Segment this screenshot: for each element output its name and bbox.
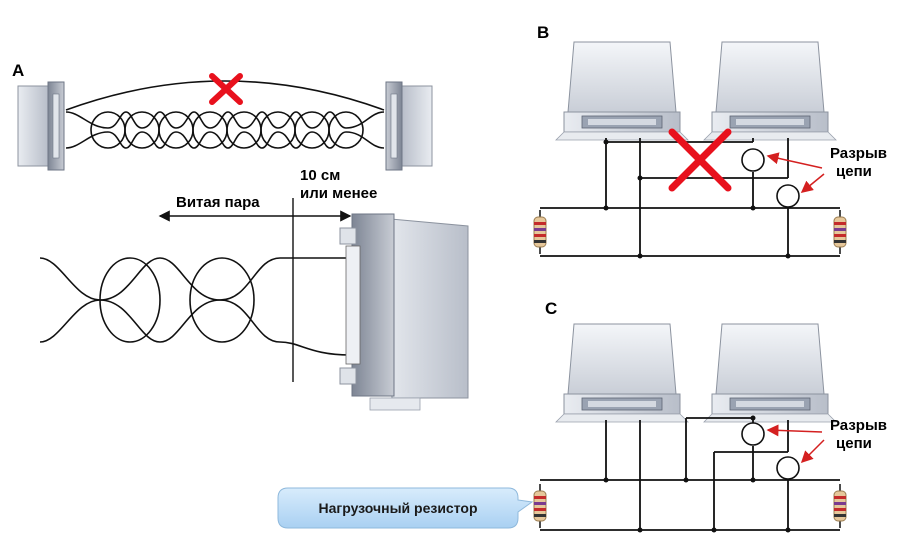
open-circuit-icon: [741, 422, 765, 446]
panel-c-correct-bus: Разрыв цепи: [533, 323, 887, 533]
twist-loop: [90, 111, 126, 149]
cross-icon: [668, 128, 732, 192]
open-circuit-label-line2: цепи: [836, 163, 872, 180]
terminator-resistor-icon: [533, 483, 547, 529]
twist-loop: [99, 257, 161, 343]
panel-a-correct-wiring: Витая пара 10 см или менее: [39, 167, 469, 411]
device-b2: [703, 41, 837, 141]
panel-b-incorrect-bus: Разрыв цепи: [533, 41, 887, 259]
distance-label-line1: 10 см: [300, 167, 340, 184]
twist-loop: [124, 111, 160, 149]
terminator-resistor-icon: [833, 209, 847, 255]
twisted-pair-wire-1: [39, 257, 350, 301]
bypass-wire: [65, 80, 385, 111]
device-large: [339, 213, 469, 411]
twist-loop: [158, 111, 194, 149]
terminator-resistor-icon: [533, 209, 547, 255]
distance-label-line2: или менее: [300, 185, 377, 202]
open-circuit-icon: [776, 184, 800, 208]
twist-loop: [192, 111, 228, 149]
open-circuit-label-line2: цепи: [836, 435, 872, 452]
open-circuit-label-line1: Разрыв: [830, 145, 887, 162]
open-circuit-icon: [741, 148, 765, 172]
device-b1: [555, 41, 689, 141]
device-c1: [555, 323, 689, 423]
panel-a-incorrect-wiring: [17, 73, 433, 171]
terminator-resistor-icon: [833, 483, 847, 529]
twisted-pair-a-upper: [65, 111, 385, 129]
device-left: [17, 81, 65, 171]
device-c2: [703, 323, 837, 423]
device-right: [385, 81, 433, 171]
twist-loop: [328, 111, 364, 149]
panel-b-label: B: [537, 23, 549, 42]
twist-loop: [226, 111, 262, 149]
panel-a-label: A: [12, 61, 24, 80]
panel-c-label: C: [545, 299, 557, 318]
twist-loop: [260, 111, 296, 149]
twisted-pair-a-lower: [65, 131, 385, 149]
terminator-callout: Нагрузочный резистор: [277, 487, 534, 529]
twisted-pair-wire-2: [39, 299, 351, 356]
twisted-pair-label: Витая пара: [176, 194, 260, 211]
open-circuit-label-line1: Разрыв: [830, 417, 887, 434]
twist-loop: [189, 257, 255, 343]
cross-icon: [209, 73, 243, 105]
terminator-callout-text: Нагрузочный резистор: [318, 500, 477, 516]
twist-loop: [294, 111, 330, 149]
open-circuit-icon: [776, 456, 800, 480]
